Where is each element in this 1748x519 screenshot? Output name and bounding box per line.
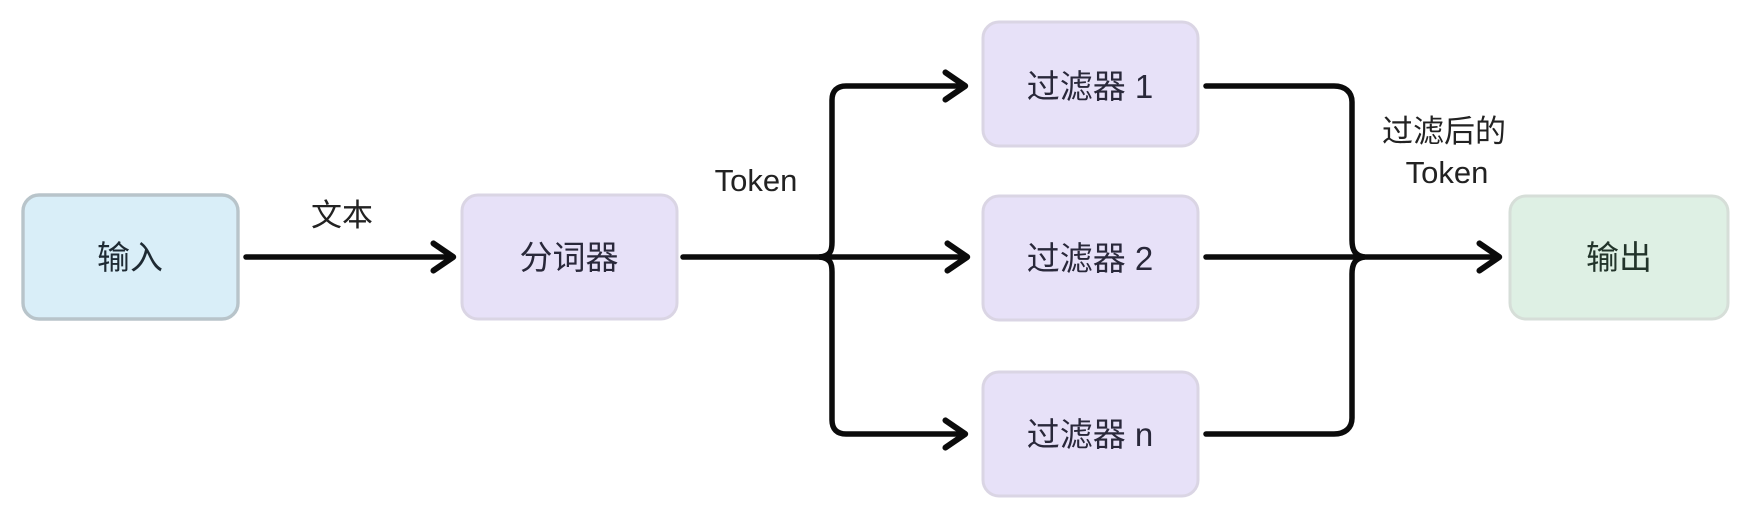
edge-filter-n-to-merge [1203,254,1367,437]
node-filter-2-label: 过滤器 2 [1027,240,1154,277]
node-filter-n-box [981,370,1200,498]
edge-fork-to-filter-1 [817,69,969,260]
edge-label-text: 文本 [311,198,373,233]
edge-label-filtered-token-line1: 过滤后的 [1382,114,1506,149]
edge-filter-1-to-merge [1203,83,1367,260]
node-output-label: 输出 [1586,239,1652,276]
node-layer: 输入 分词器 过滤器 1 过滤器 2 过滤器 n 输出 [21,20,1730,498]
node-filter-n-label: 过滤器 n [1027,416,1154,453]
node-tokenizer-box [460,193,679,321]
node-output-box [1508,194,1730,321]
node-filter-2: 过滤器 2 [981,194,1200,322]
node-output: 输出 [1508,194,1730,321]
node-input-label: 输入 [97,239,163,276]
node-filter-n: 过滤器 n [981,370,1200,498]
node-filter-1: 过滤器 1 [981,20,1200,148]
node-filter-2-box [981,194,1200,322]
node-tokenizer-label: 分词器 [520,239,619,276]
edge-layer [243,69,1503,451]
node-input-box [21,193,240,321]
node-filter-1-label: 过滤器 1 [1027,68,1154,105]
edge-label-layer: 文本 Token 过滤后的 Token [311,114,1506,233]
node-filter-1-box [981,20,1200,148]
edge-label-filtered-token-line2: Token [1406,155,1489,190]
edge-fork-to-filter-n [817,254,969,451]
node-input: 输入 [21,193,240,321]
node-tokenizer: 分词器 [460,193,679,321]
edge-label-token: Token [715,163,798,198]
